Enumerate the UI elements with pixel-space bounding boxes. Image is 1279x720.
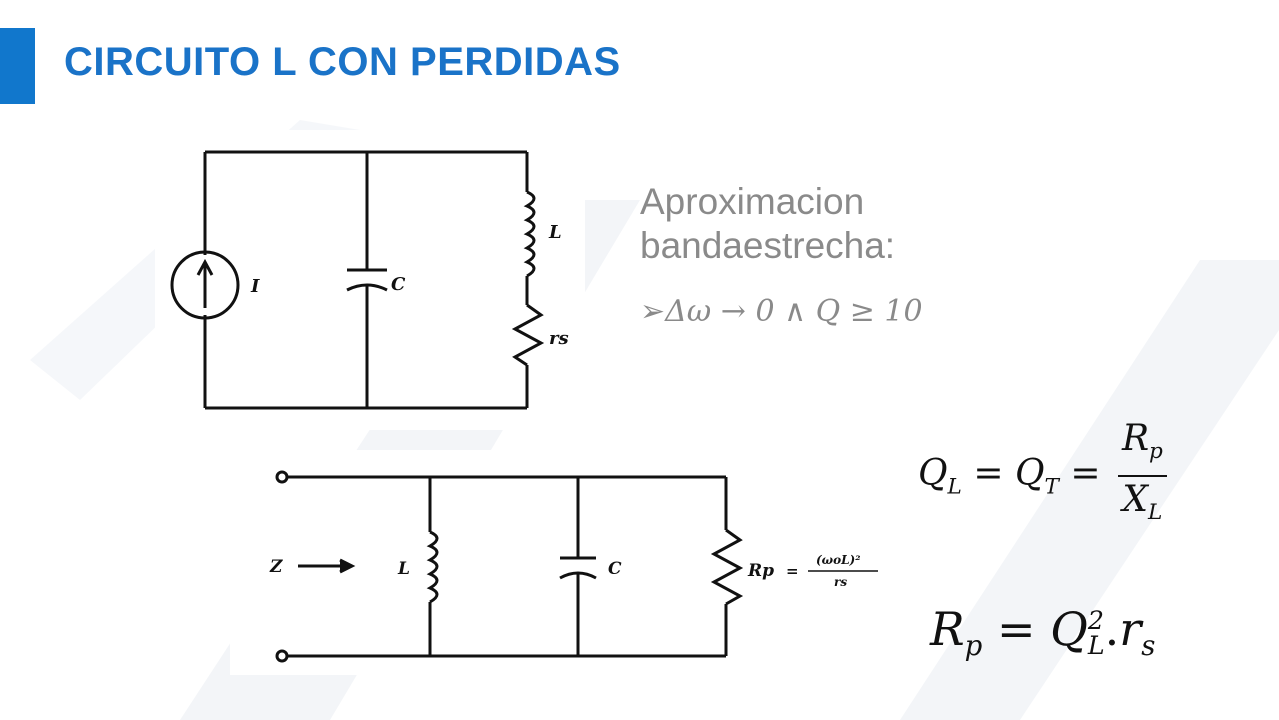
title-accent-bar bbox=[0, 28, 35, 104]
eq1-den-sub: L bbox=[1148, 500, 1163, 526]
approx-line-2: bandaestrecha: bbox=[640, 225, 896, 266]
eq1-equals-1: = bbox=[973, 453, 1004, 495]
inductor-label-2: L bbox=[397, 559, 410, 579]
eq1-num-sub: p bbox=[1149, 439, 1163, 465]
rp-denominator: rs bbox=[834, 575, 847, 589]
eq1-equals-2: = bbox=[1070, 453, 1101, 495]
eq2-r: r bbox=[1119, 602, 1142, 656]
bullet-expression: Δω → 0 ∧ Q ≥ 10 bbox=[665, 294, 923, 329]
impedance-label: Z bbox=[269, 557, 283, 577]
eq2-q: Q bbox=[1050, 602, 1088, 656]
approximation-text: Aproximacion bandaestrecha: bbox=[640, 180, 1020, 268]
capacitor-label-2: C bbox=[608, 559, 622, 579]
quality-factor-equation: QL = QT = Rp XL bbox=[918, 416, 1167, 536]
rp-label: Rp bbox=[747, 561, 774, 581]
inductor-label: L bbox=[548, 222, 562, 243]
circuit-diagram-parallel-equivalent: Z L C Rp = (ωoL)² rs bbox=[230, 450, 890, 675]
eq1-ql-sub: L bbox=[947, 474, 962, 500]
eq1-qt-sub: T bbox=[1044, 474, 1059, 500]
svg-text:=: = bbox=[786, 562, 799, 580]
eq2-r-sub: s bbox=[1141, 629, 1156, 663]
eq1-qt: Q bbox=[1014, 453, 1045, 495]
approx-line-1: Aproximacion bbox=[640, 181, 865, 222]
eq2-rp-sub: p bbox=[964, 629, 983, 663]
resistor-label: rs bbox=[549, 328, 569, 349]
eq2-q-sub: L bbox=[1087, 631, 1105, 660]
eq1-num: R bbox=[1121, 418, 1150, 459]
eq1-den: X bbox=[1122, 479, 1149, 521]
eq1-ql: Q bbox=[918, 453, 948, 495]
eq2-equals: = bbox=[996, 602, 1036, 656]
rp-numerator: (ωoL)² bbox=[816, 553, 860, 567]
slide-title: CIRCUITO L CON PERDIDAS bbox=[64, 40, 621, 84]
bullet-condition: ➢Δω → 0 ∧ Q ≥ 10 bbox=[640, 294, 923, 329]
eq2-rp: R bbox=[930, 602, 965, 656]
source-label: I bbox=[250, 276, 260, 297]
circuit-diagram-series-loss: I C L rs bbox=[155, 130, 585, 430]
bullet-arrow-icon: ➢ bbox=[640, 294, 666, 329]
capacitor-label: C bbox=[391, 274, 406, 295]
eq2-dot: . bbox=[1104, 602, 1120, 656]
eq1-fraction: Rp XL bbox=[1117, 416, 1167, 536]
eq2-q-sup: 2 bbox=[1087, 605, 1104, 635]
